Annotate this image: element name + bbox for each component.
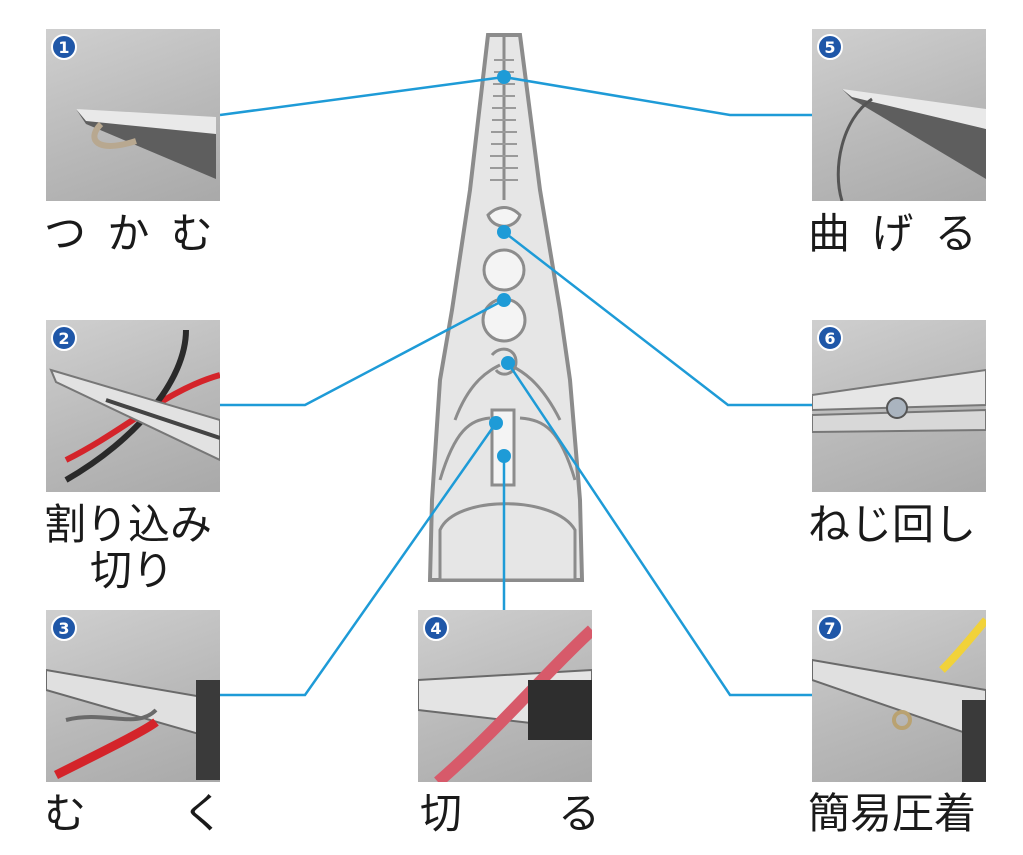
- leader-line-5: [503, 75, 812, 117]
- label-bend: 曲 げ る: [808, 209, 981, 258]
- number-badge-4: 4: [423, 615, 449, 641]
- label-cut: 切 る: [420, 789, 605, 838]
- number-badge-3: 3: [51, 615, 77, 641]
- label-screw-turn: ねじ回し: [808, 500, 977, 549]
- leader-lines: [219, 75, 812, 697]
- leader-line-1: [219, 75, 505, 117]
- leader-line-3: [220, 422, 498, 697]
- photo-bend: 5: [812, 29, 986, 201]
- point-4: [497, 449, 511, 463]
- leader-line-2: [220, 298, 505, 407]
- photo-strip: 3: [46, 610, 220, 782]
- photo-wire-cut-in: 2: [46, 320, 220, 492]
- number-badge-2: 2: [51, 325, 77, 351]
- photo-grip: 1: [46, 29, 220, 201]
- photo-cut: 4: [418, 610, 592, 782]
- label-wire-cut-in-line2: 切り: [90, 546, 175, 595]
- number-badge-5: 5: [817, 34, 843, 60]
- point-2: [497, 293, 511, 307]
- point-7: [501, 356, 515, 370]
- connection-points: [489, 70, 515, 463]
- photo-simple-crimp: 7: [812, 610, 986, 782]
- point-1: [497, 70, 511, 84]
- number-badge-7: 7: [817, 615, 843, 641]
- leader-line-7: [506, 362, 812, 697]
- point-3: [489, 416, 503, 430]
- label-simple-crimp: 簡易圧着: [808, 789, 977, 838]
- point-6: [497, 225, 511, 239]
- number-badge-1: 1: [51, 34, 77, 60]
- number-badge-6: 6: [817, 325, 843, 351]
- label-wire-cut-in-line1: 割り込み: [44, 500, 213, 549]
- label-strip: む く: [44, 789, 229, 838]
- leader-line-6: [503, 231, 812, 407]
- label-grip: つ か む: [44, 209, 217, 258]
- photo-screw-turn: 6: [812, 320, 986, 492]
